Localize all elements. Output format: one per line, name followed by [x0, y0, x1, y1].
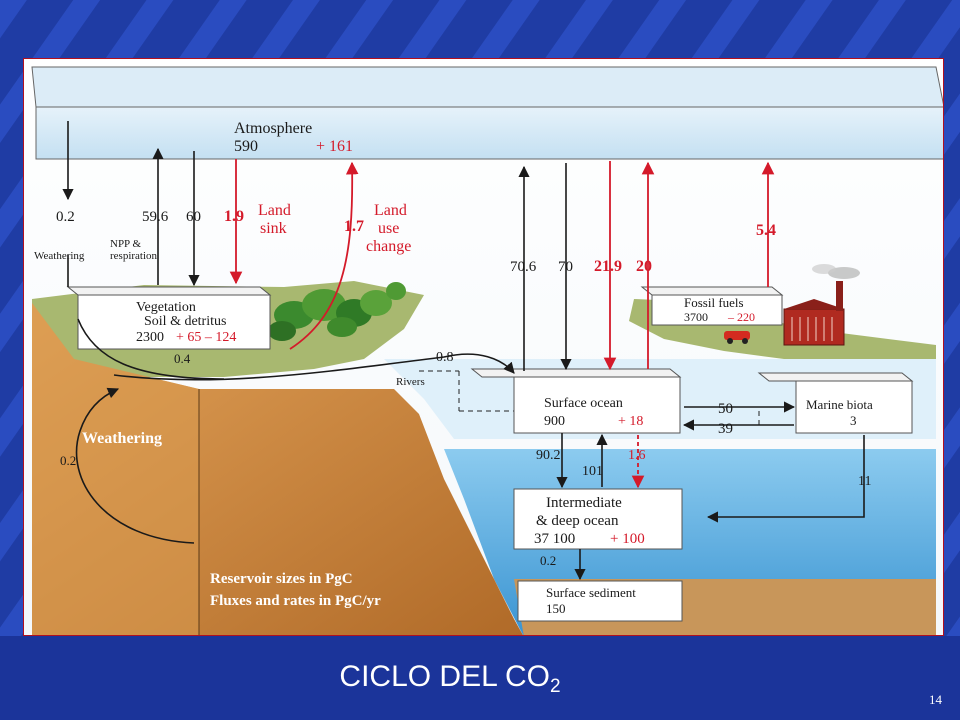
land-use-label-2: use — [378, 220, 399, 237]
atmosphere-size: 590 — [234, 138, 258, 155]
land-use-value: 1.7 — [344, 218, 364, 235]
biota-sink-arrow — [706, 435, 865, 523]
sediment-flux-value: 0.2 — [540, 553, 556, 568]
fossil-emission-value: 5.4 — [756, 222, 776, 239]
sediment-size: 150 — [546, 601, 566, 616]
npp-label-1: NPP & — [110, 238, 142, 250]
biota-out-value: 39 — [718, 421, 733, 437]
land-use-label-1: Land — [374, 202, 407, 219]
fossil-fuels-label: Fossil fuels — [684, 295, 744, 310]
marine-biota-label: Marine biota — [806, 397, 873, 412]
rivers-value: 0.8 — [436, 350, 454, 365]
soil-label: Soil & detritus — [144, 314, 226, 329]
legend-line-2: Fluxes and rates in PgC/yr — [210, 593, 381, 609]
fossil-fuels-size: 3700 — [684, 310, 708, 324]
surface-ocean-box — [470, 368, 682, 434]
rock-weathering-arrow — [75, 387, 195, 544]
biota-sink-value: 11 — [858, 474, 871, 489]
legend-line-1: Reservoir sizes in PgC — [210, 571, 353, 587]
diagram-canvas: Atmosphere 590 + 161 Vegetation Soil & d… — [24, 59, 943, 635]
fossil-fuels-change: – 220 — [727, 310, 755, 324]
rock-weathering-label: Weathering — [82, 430, 162, 447]
deep-ocean-size: 37 100 — [534, 531, 575, 547]
page-number: 14 — [929, 692, 942, 707]
surface-ocean-change: + 18 — [618, 414, 643, 429]
rock-weathering-value: 0.2 — [60, 453, 76, 468]
natural-flux-arrows — [62, 121, 865, 581]
surface-ocean-label: Surface ocean — [544, 396, 623, 411]
deep-ocean-change: + 100 — [610, 531, 645, 547]
biota-in-value: 50 — [718, 401, 733, 417]
upwelling-value: 101 — [582, 464, 603, 479]
car-icon — [724, 331, 750, 344]
fossil-fuels-box — [640, 286, 784, 326]
anthro-deep-value: 1.6 — [628, 448, 646, 463]
deep-ocean-label-1: Intermediate — [546, 495, 622, 511]
weathering-small-label: Weathering — [34, 250, 85, 262]
ocean-down-value: 70 — [558, 259, 573, 275]
vegetation-box — [66, 286, 272, 350]
factory — [783, 264, 860, 346]
atmosphere-change: + 161 — [316, 138, 353, 155]
ocean-up-value: 70.6 — [510, 259, 537, 275]
npp-value: 59.6 — [142, 209, 169, 225]
slide-title: CICLO DEL CO2 — [0, 660, 900, 698]
atmosphere-slab — [31, 66, 943, 160]
land-sink-label-2: sink — [260, 220, 287, 237]
forest — [268, 282, 406, 341]
sediment-box — [517, 580, 683, 622]
downwelling-value: 90.2 — [536, 448, 561, 463]
anthropogenic-flux-arrows — [229, 159, 775, 489]
vegetation-change: + 65 – 124 — [176, 330, 236, 345]
anthro-ocean-down-value: 21.9 — [594, 258, 622, 275]
anthro-ocean-up-value: 20 — [636, 258, 652, 275]
marine-biota-size: 3 — [850, 413, 857, 428]
rivers-arrow — [113, 353, 515, 381]
sediment-label: Surface sediment — [546, 585, 636, 600]
carbon-cycle-diagram: Atmosphere 590 + 161 Vegetation Soil & d… — [23, 58, 944, 636]
deep-ocean-box — [513, 488, 683, 550]
land-sink-value: 1.9 — [224, 208, 244, 225]
small-flux-arrow — [77, 318, 225, 380]
deep-ocean-label-2: & deep ocean — [536, 513, 619, 529]
land-use-arrow — [289, 161, 359, 350]
atmosphere-label: Atmosphere — [234, 120, 312, 137]
surface-ocean-size: 900 — [544, 414, 565, 429]
vegetation-label: Vegetation — [136, 300, 196, 315]
marine-biota-box — [757, 372, 914, 434]
vegetation-size: 2300 — [136, 330, 164, 345]
respiration-value: 60 — [186, 209, 201, 225]
weathering-down-value: 0.2 — [56, 209, 75, 225]
small-flux-value: 0.4 — [174, 351, 191, 366]
slide-title-subscript: 2 — [550, 676, 561, 697]
rock-block — [32, 303, 523, 635]
npp-label-2: respiration — [110, 250, 158, 262]
land-use-label-3: change — [366, 238, 411, 255]
slide-title-main: CICLO DEL CO — [339, 660, 551, 693]
ocean-dashed-frame — [419, 370, 760, 429]
rivers-label: Rivers — [396, 376, 425, 388]
land-sink-label-1: Land — [258, 202, 291, 219]
